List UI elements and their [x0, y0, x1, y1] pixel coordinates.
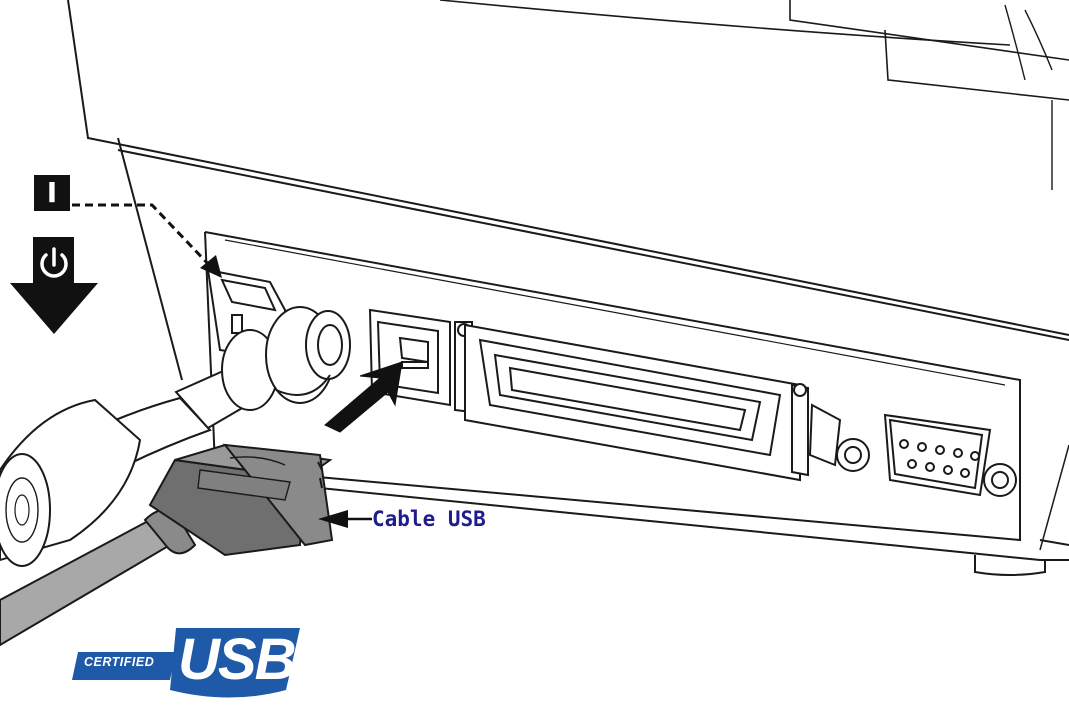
usb-cable [0, 443, 334, 647]
ferrite-core [0, 398, 142, 567]
logo-usb-text: USB [178, 627, 296, 692]
switch-on-label: I [46, 176, 58, 209]
usb-cable-callout-label: Cable USB [372, 507, 486, 531]
certified-usb-logo [72, 628, 300, 698]
switch-on-box [34, 175, 70, 211]
down-arrow-icon [10, 237, 98, 334]
printer-body [67, 0, 1069, 576]
logo-certified-text: CERTIFIED [84, 655, 155, 669]
serial-port [808, 403, 1017, 497]
switch-indicator-line [72, 203, 214, 270]
power-icon [40, 247, 68, 278]
callout-arrow-icon [318, 510, 372, 528]
switch-indicator-arrowhead [200, 255, 222, 278]
parallel-port [454, 321, 809, 482]
insert-arrow-icon [324, 361, 403, 433]
logo-tm-text: TM [216, 689, 227, 696]
